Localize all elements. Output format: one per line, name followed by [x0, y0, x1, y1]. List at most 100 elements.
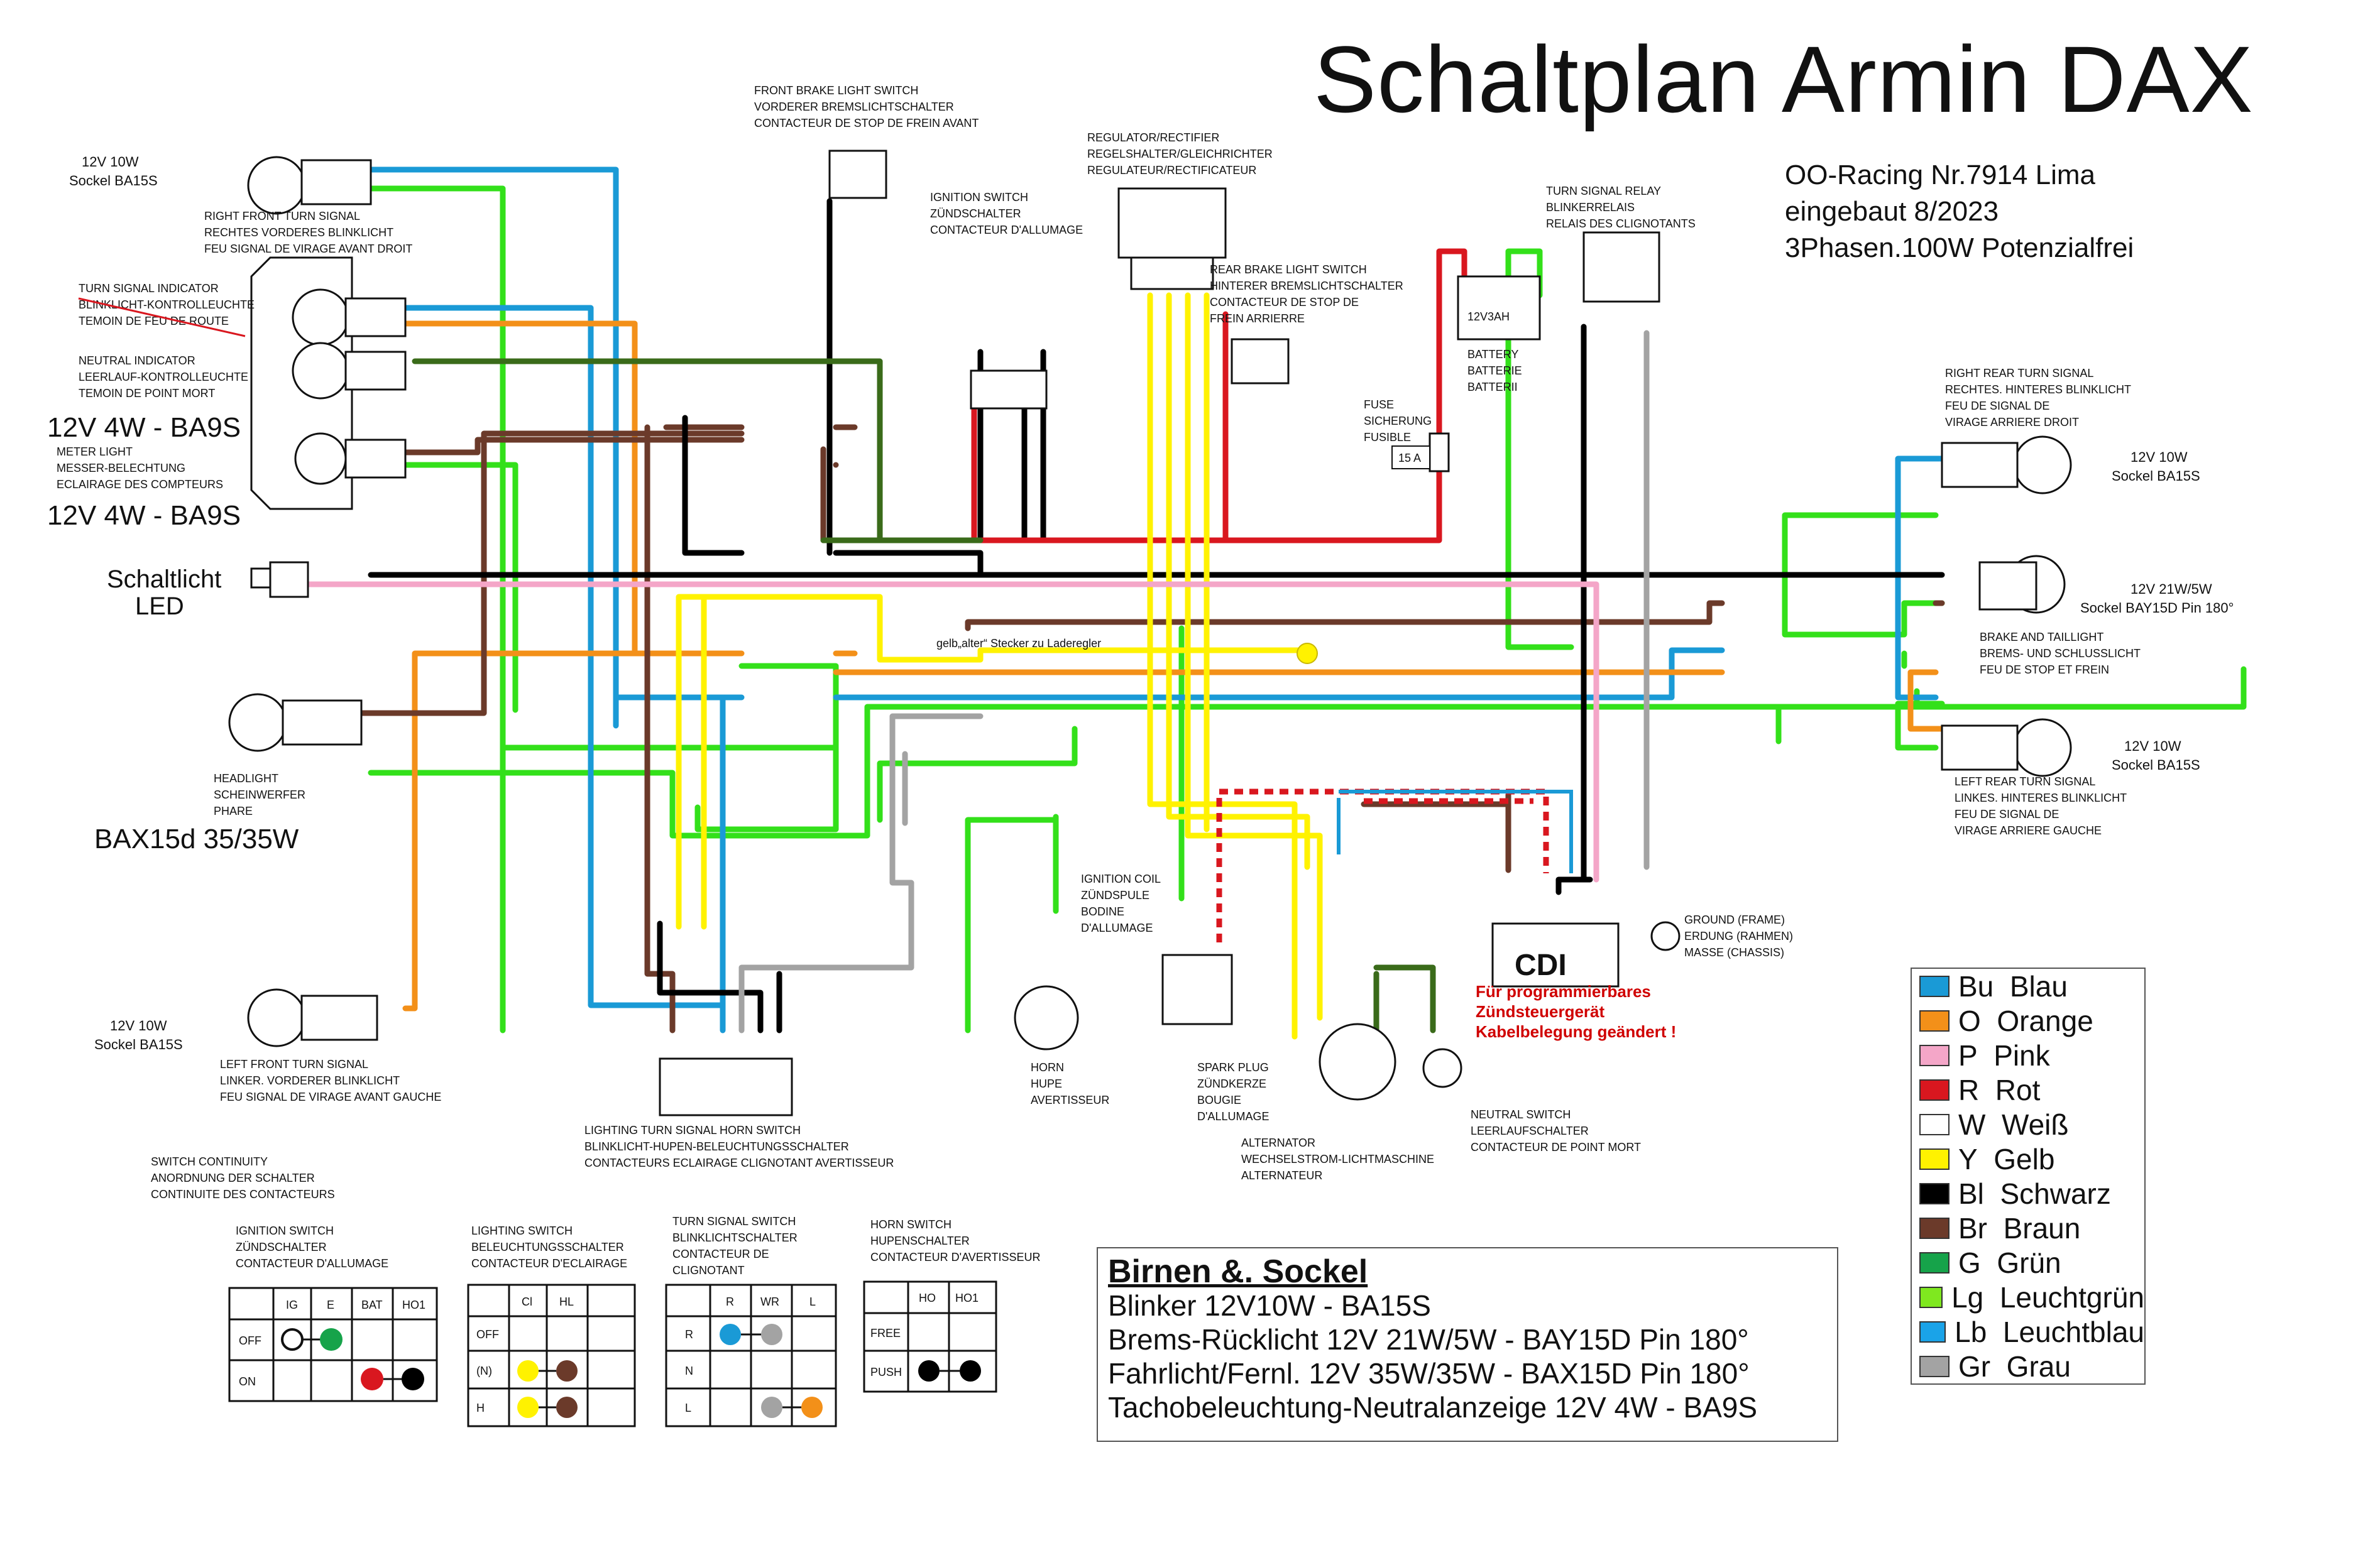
brake-bulb-socket: Sockel BAY15D Pin 180° [2080, 600, 2234, 616]
table-row: PUSH [870, 1366, 902, 1378]
table-col: WR [760, 1295, 779, 1308]
svg-text:gelb„alter“ Stecker zu Ladereg: gelb„alter“ Stecker zu Laderegler [936, 637, 1101, 650]
component-label: CONTACTEUR DE STOP DE [1210, 296, 1359, 308]
svg-text:HINTERER BREMSLICHTSCHALTER: HINTERER BREMSLICHTSCHALTER [1210, 280, 1403, 292]
rear-brake-switch-body [1231, 338, 1290, 385]
rf-turn-socket-type: Sockel BA15S [69, 173, 158, 188]
legend-swatch [1919, 1148, 1950, 1170]
subtitle-line: 3Phasen.100W Potenzialfrei [1785, 232, 2134, 263]
svg-text:FEU DE SIGNAL DE: FEU DE SIGNAL DE [1955, 808, 2059, 821]
svg-text:Sockel BA15S: Sockel BA15S [2112, 468, 2200, 484]
svg-text:12V 4W - BA9S: 12V 4W - BA9S [47, 412, 241, 443]
svg-text:H: H [476, 1402, 485, 1414]
table-col: IG [286, 1299, 298, 1311]
legend-item: O Orange [1912, 1003, 2144, 1038]
component-label: CONTACTEUR DE STOP DE FREIN AVANT [754, 117, 979, 129]
svg-text:SCHEINWERFER: SCHEINWERFER [214, 788, 305, 801]
component-label: CONTACTEUR DE POINT MORT [1471, 1141, 1641, 1154]
brake-tail-socket [1978, 561, 2037, 611]
component-label: BREMS- UND SCHLUSSLICHT [1980, 647, 2141, 660]
svg-text:HORN SWITCH: HORN SWITCH [870, 1218, 951, 1231]
wire-dkgreen [412, 358, 1436, 1071]
component-label: FUSIBLE [1364, 431, 1411, 444]
component-label: FEU DE SIGNAL DE [1955, 808, 2059, 821]
legend-item: P Pink [1912, 1038, 2144, 1072]
component-label: BLINKERRELAIS [1546, 201, 1635, 214]
svg-text:CONTACTEUR D'ALLUMAGE: CONTACTEUR D'ALLUMAGE [236, 1257, 388, 1270]
component-label: REGULATEUR/RECTIFICATEUR [1087, 164, 1256, 177]
wire-yellow [676, 292, 1323, 1040]
svg-text:VORDERER BREMSLICHTSCHALTER: VORDERER BREMSLICHTSCHALTER [754, 101, 954, 113]
svg-text:12V 21W/5W: 12V 21W/5W [2130, 581, 2212, 597]
svg-text:BATTERII: BATTERII [1467, 381, 1518, 393]
component-label: FEU SIGNAL DE VIRAGE AVANT DROIT [204, 243, 412, 255]
component-label: FRONT BRAKE LIGHT SWITCH [754, 84, 918, 97]
svg-text:(N): (N) [476, 1365, 492, 1377]
component-label: FEU DE STOP ET FREIN [1980, 663, 2109, 676]
front-brake-switch-body [828, 150, 887, 199]
svg-text:LIGHTING TURN SIGNAL HORN: LIGHTING TURN SIGNAL HORN SWITCH [584, 1124, 801, 1137]
bulbs-line: Brems-Rücklicht 12V 21W/5W - BAY15D Pin … [1108, 1323, 1749, 1356]
component-label: ZÜNDSCHALTER [930, 207, 1021, 220]
lr-turn-bulb [2013, 718, 2072, 777]
legend-swatch [1919, 1113, 1950, 1135]
legend-item: G Grün [1912, 1245, 2144, 1280]
regulator-plug [1130, 256, 1214, 290]
svg-text:TEMOIN DE FEU DE ROUTE: TEMOIN DE FEU DE ROUTE [79, 315, 229, 327]
schaltlicht-led [250, 567, 271, 589]
svg-text:VIRAGE ARRIERE GAUCHE: VIRAGE ARRIERE GAUCHE [1955, 824, 2102, 837]
battery-rating: 12V3AH [1467, 310, 1510, 323]
svg-text:TEMOIN DE POINT MORT: TEMOIN DE POINT MORT [79, 387, 215, 400]
svg-text:SICHERUNG: SICHERUNG [1364, 415, 1432, 427]
cdi-note: Für programmierbares Zündsteuergerät Kab… [1476, 981, 1676, 1042]
component-label: TURN SIGNAL RELAY [1546, 185, 1661, 197]
subtitle-line: eingebaut 8/2023 [1785, 196, 1999, 227]
svg-text:RIGHT REAR TURN SIGNAL: RIGHT REAR TURN SIGNAL [1945, 367, 2093, 379]
svg-text:CLIGNOTANT: CLIGNOTANT [672, 1264, 745, 1277]
alternator-body [1319, 1023, 1396, 1101]
table-title: HUPENSCHALTER [870, 1235, 970, 1247]
svg-text:GROUND (FRAME): GROUND (FRAME) [1684, 914, 1785, 926]
svg-text:CONTACTEUR DE STOP DE FREIN AV: CONTACTEUR DE STOP DE FREIN AVANT [754, 117, 979, 129]
svg-text:E: E [327, 1299, 334, 1311]
svg-text:CONTACTEUR DE STOP DE: CONTACTEUR DE STOP DE [1210, 296, 1359, 308]
svg-text:12V 10W: 12V 10W [110, 1018, 167, 1034]
component-label: RELAIS DES CLIGNOTANTS [1546, 217, 1696, 230]
component-label: SICHERUNG [1364, 415, 1432, 427]
legend-code: G [1958, 1246, 1981, 1279]
svg-text:TURN SIGNAL SWITCH: TURN SIGNAL SWITCH [672, 1215, 796, 1228]
svg-text:CDI: CDI [1515, 949, 1567, 982]
wire-blue-white [1337, 790, 1573, 873]
table-title: HORN SWITCH [870, 1218, 951, 1231]
svg-text:ERDUNG (RAHMEN): ERDUNG (RAHMEN) [1684, 930, 1793, 942]
svg-text:Sockel BA15S: Sockel BA15S [2112, 757, 2200, 773]
table-row: OFF [476, 1328, 499, 1341]
component-label: D'ALLUMAGE [1197, 1110, 1269, 1123]
svg-text:RELAIS DES CLIGNOTANTS: RELAIS DES CLIGNOTANTS [1546, 217, 1696, 230]
component-label: FEU DE SIGNAL DE [1945, 400, 2049, 412]
legend-swatch [1919, 1079, 1950, 1101]
svg-text:L: L [809, 1295, 816, 1308]
bulbs-box: Birnen &. Sockel Blinker 12V10W - BA15S … [1097, 1247, 1838, 1442]
schaltlicht-label: Schaltlicht [107, 565, 221, 593]
legend-name: Rot [1995, 1073, 2041, 1106]
svg-text:LINKER. VORDERER BLINKLICHT: LINKER. VORDERER BLINKLICHT [220, 1074, 400, 1087]
svg-text:WECHSELSTROM-LICHTMASCHINE: WECHSELSTROM-LICHTMASCHINE [1241, 1153, 1434, 1165]
table-col: HO1 [402, 1299, 425, 1311]
legend-swatch [1919, 1286, 1943, 1308]
component-label: HORN [1031, 1061, 1064, 1074]
table-title: CONTACTEUR DE [672, 1248, 769, 1260]
svg-text:IGNITION COIL: IGNITION COIL [1081, 873, 1161, 885]
table-row: R [685, 1328, 693, 1341]
svg-text:BATTERY: BATTERY [1467, 348, 1518, 361]
table-col: HO1 [955, 1292, 979, 1304]
svg-text:LEFT FRONT TURN SIGNAL: LEFT FRONT TURN SIGNAL [220, 1058, 368, 1071]
bulbs-line: Fahrlicht/Fernl. 12V 35W/35W - BAX15D Pi… [1108, 1357, 1750, 1390]
component-label: GROUND (FRAME) [1684, 914, 1785, 926]
svg-text:HUPENSCHALTER: HUPENSCHALTER [870, 1235, 970, 1247]
lf-turn-socket [300, 995, 378, 1041]
svg-text:OFF: OFF [239, 1334, 261, 1347]
svg-text:HL: HL [559, 1295, 574, 1308]
component-label: VORDERER BREMSLICHTSCHALTER [754, 101, 954, 113]
switch-tables: IGNITION SWITCH ZÜNDSCHALTER CONTACTEUR … [228, 1215, 1040, 1427]
